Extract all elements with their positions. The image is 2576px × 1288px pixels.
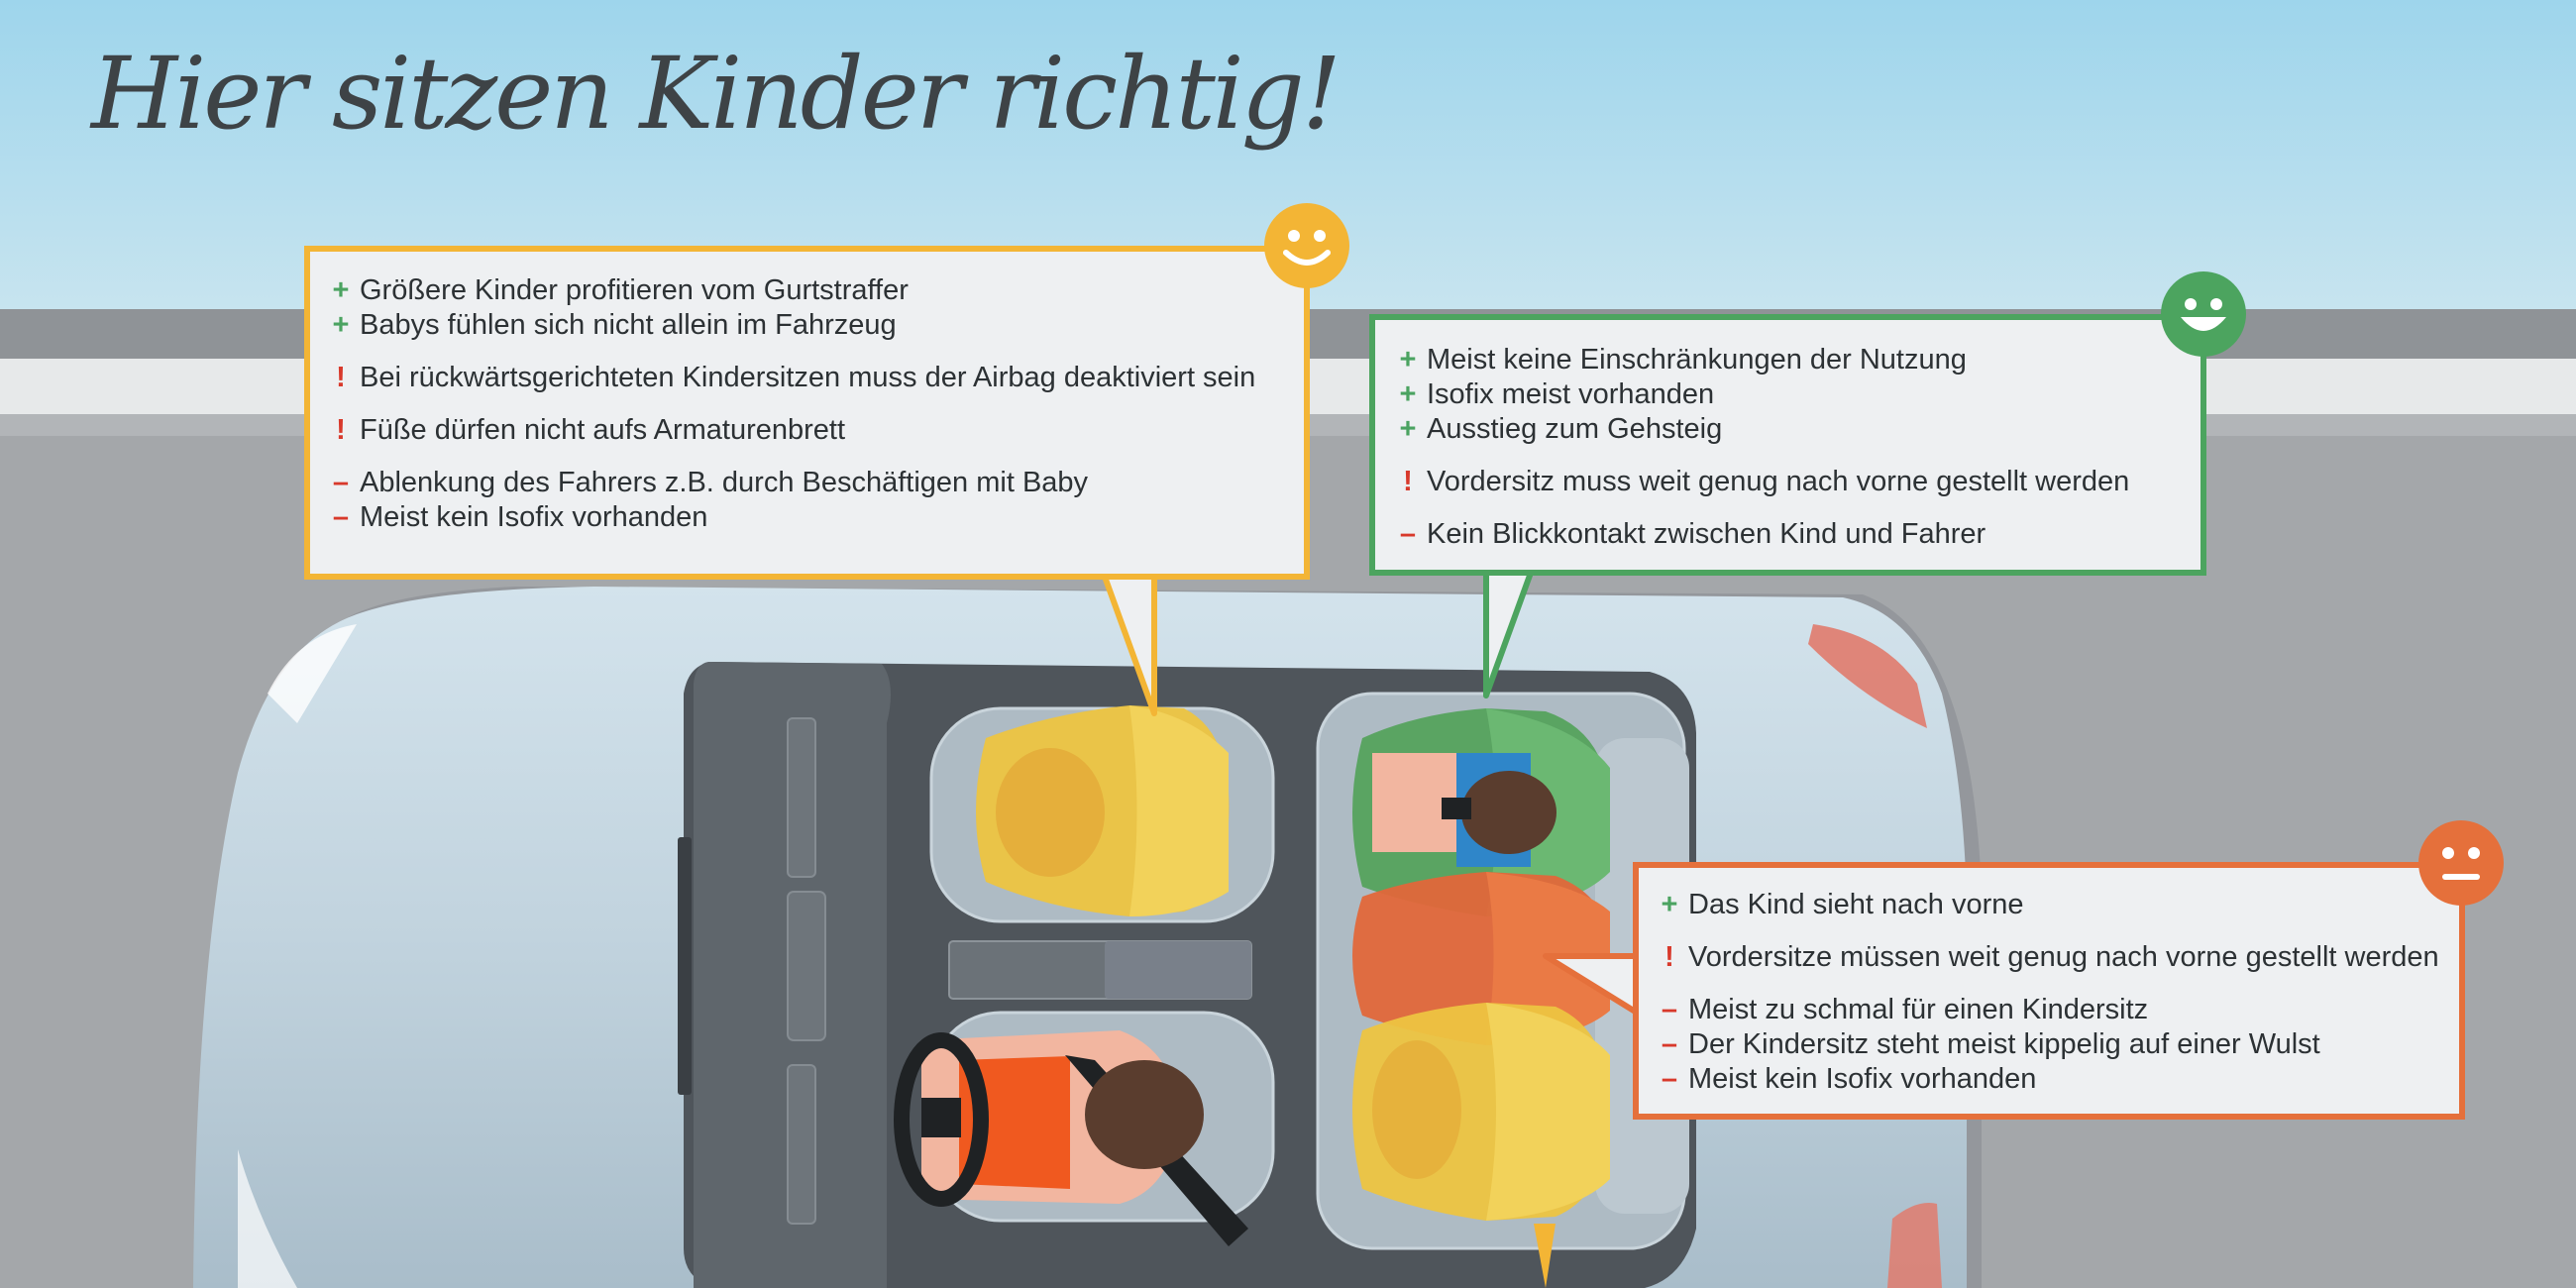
minus-icon: – (332, 501, 350, 533)
front-child-seat (976, 705, 1230, 916)
list-item: –Der Kindersitz steht meist kippelig auf… (1659, 1027, 2449, 1062)
neutral-face-icon (2418, 820, 2504, 906)
list-item: !Bei rückwärtsgerichteten Kindersitzen m… (330, 361, 1284, 395)
plus-icon: + (1399, 413, 1417, 445)
page-title: Hier sitzen Kinder richtig! (91, 36, 1342, 152)
front-seat-info-box: +Größere Kinder profitieren vom Gurtstra… (304, 246, 1310, 580)
minus-icon: – (1661, 1063, 1678, 1095)
exclamation-icon: ! (1403, 466, 1413, 497)
front-seat-list: +Größere Kinder profitieren vom Gurtstra… (330, 273, 1284, 535)
exclamation-icon: ! (1664, 941, 1674, 973)
minus-icon: – (1399, 518, 1417, 550)
list-item: +Ausstieg zum Gehsteig (1397, 412, 2181, 447)
list-item: –Kein Blickkontakt zwischen Kind und Fah… (1397, 517, 2181, 552)
minus-icon: – (332, 467, 350, 498)
exclamation-icon: ! (336, 414, 346, 446)
list-item: !Vordersitz muss weit genug nach vorne g… (1397, 465, 2181, 499)
plus-icon: + (1399, 378, 1417, 410)
list-item: +Meist keine Einschränkungen der Nutzung (1397, 343, 2181, 377)
list-item: –Meist kein Isofix vorhanden (330, 500, 1284, 535)
plus-icon: + (332, 309, 350, 341)
rear-child-seat-orange (1352, 872, 1610, 1045)
plus-icon: + (332, 274, 350, 306)
middle-seat-info-box: +Das Kind sieht nach vorne !Vordersitze … (1633, 862, 2465, 1120)
exclamation-icon: ! (336, 362, 346, 393)
list-item: –Ablenkung des Fahrers z.B. durch Beschä… (330, 466, 1284, 500)
list-item: +Größere Kinder profitieren vom Gurtstra… (330, 273, 1284, 308)
rear-child-seat-yellow (1352, 1003, 1610, 1221)
minus-icon: – (1661, 994, 1678, 1025)
rear-child-seat-green (1352, 708, 1610, 916)
list-item: –Meist zu schmal für einen Kindersitz (1659, 993, 2449, 1027)
driver (894, 1030, 1248, 1246)
plus-icon: + (1661, 889, 1678, 920)
rear-seat-info-box: +Meist keine Einschränkungen der Nutzung… (1369, 314, 2206, 576)
middle-seat-list: +Das Kind sieht nach vorne !Vordersitze … (1659, 888, 2449, 1097)
list-item: +Babys fühlen sich nicht allein im Fahrz… (330, 308, 1284, 343)
list-item: +Das Kind sieht nach vorne (1659, 888, 2449, 922)
list-item: !Füße dürfen nicht aufs Armaturenbrett (330, 413, 1284, 448)
plus-icon: + (1399, 344, 1417, 376)
list-item: –Meist kein Isofix vorhanden (1659, 1062, 2449, 1097)
list-item: !Vordersitze müssen weit genug nach vorn… (1659, 940, 2449, 975)
minus-icon: – (1661, 1028, 1678, 1060)
happy-face-icon (2161, 271, 2246, 357)
list-item: +Isofix meist vorhanden (1397, 377, 2181, 412)
rear-seat-list: +Meist keine Einschränkungen der Nutzung… (1397, 343, 2181, 552)
happy-face-icon (1264, 203, 1349, 288)
tail-light (1808, 624, 1927, 728)
